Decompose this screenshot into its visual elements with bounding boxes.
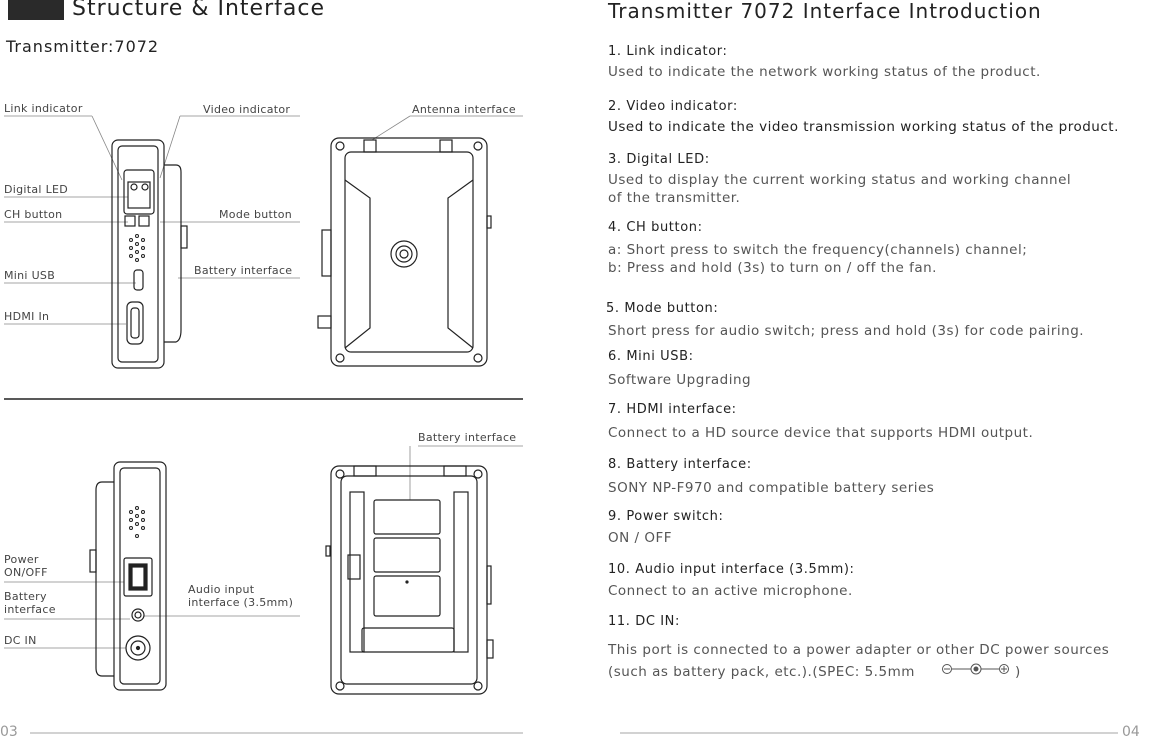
section-7-body: Connect to a HD source device that suppo… <box>608 425 1034 441</box>
section-9-title: 9. Power switch: <box>608 509 724 524</box>
label-ch-button: CH button <box>4 208 63 221</box>
label-video-indicator: Video indicator <box>203 103 291 116</box>
section-11-body-2: (such as battery pack, etc.).(SPEC: 5.5m… <box>608 664 915 680</box>
label-digital-led: Digital LED <box>4 183 69 196</box>
section-4-body-2: b: Press and hold (3s) to turn on / off … <box>608 260 937 276</box>
section-2-body: Used to indicate the video transmission … <box>608 119 1119 135</box>
section-11-title: 11. DC IN: <box>608 614 680 629</box>
section-4-body-1: a: Short press to switch the frequency(c… <box>608 242 1028 258</box>
section-7-title: 7. HDMI interface: <box>608 402 737 417</box>
label-dc-in: DC IN <box>4 634 37 647</box>
label-hdmi-in: HDMI In <box>4 310 50 323</box>
section-11-body-1: This port is connected to a power adapte… <box>608 642 1110 658</box>
spec-suffix: ) <box>1015 664 1021 680</box>
page-number-left: 03 <box>0 724 18 740</box>
section-10-body: Connect to an active microphone. <box>608 583 853 599</box>
label-power-switch: Power ON/OFF <box>4 553 48 579</box>
section-5-title: 5. Mode button: <box>606 301 719 316</box>
section-1-body: Used to indicate the network working sta… <box>608 64 1041 80</box>
label-mode-button: Mode button <box>219 208 293 221</box>
section-9-body: ON / OFF <box>608 530 673 546</box>
label-mini-usb: Mini USB <box>4 269 56 282</box>
label-audio-input: Audio input interface (3.5mm) <box>188 583 294 609</box>
section-3-title: 3. Digital LED: <box>608 152 710 167</box>
section-5-body: Short press for audio switch; press and … <box>608 323 1085 339</box>
section-2-title: 2. Video indicator: <box>608 99 738 114</box>
right-title: Transmitter 7072 Interface Introduction <box>608 0 1042 23</box>
product-subtitle: Transmitter:7072 <box>6 37 160 56</box>
section-8-body: SONY NP-F970 and compatible battery seri… <box>608 480 935 496</box>
section-6-title: 6. Mini USB: <box>608 349 694 364</box>
label-battery-interface-left: Battery interface <box>4 590 56 616</box>
section-6-body: Software Upgrading <box>608 372 752 388</box>
section-10-title: 10. Audio input interface (3.5mm): <box>608 562 855 577</box>
section-3-body-1: Used to display the current working stat… <box>608 172 1072 188</box>
section-1-title: 1. Link indicator: <box>608 44 728 59</box>
label-battery-interface-top: Battery interface <box>194 264 293 277</box>
header-bar <box>8 0 64 20</box>
label-link-indicator: Link indicator <box>4 102 83 115</box>
label-antenna-interface: Antenna interface <box>412 103 516 116</box>
label-battery-interface-right: Battery interface <box>418 431 517 444</box>
section-3-body-2: of the transmitter. <box>608 190 741 206</box>
page-header: Structure & Interface <box>72 0 325 21</box>
page-number-right: 04 <box>1122 724 1140 740</box>
section-4-title: 4. CH button: <box>608 220 703 235</box>
section-8-title: 8. Battery interface: <box>608 457 752 472</box>
